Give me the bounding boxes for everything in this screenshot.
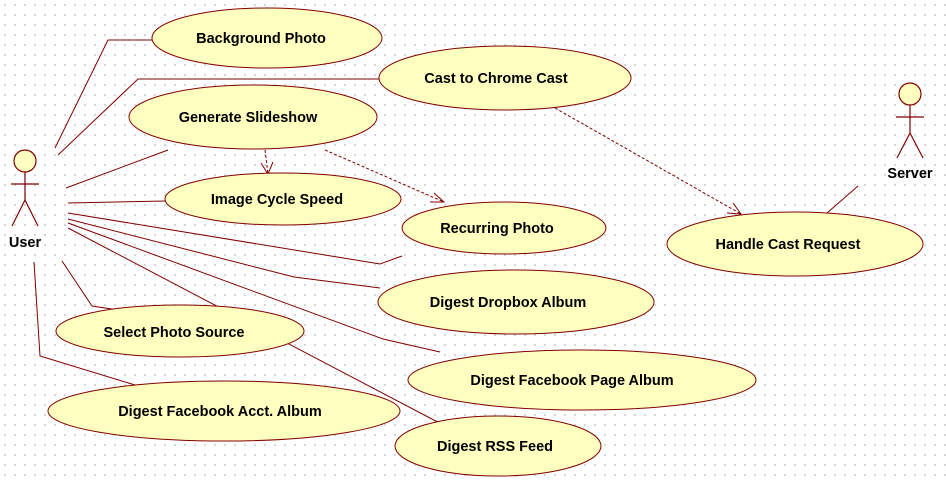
dep-arrowhead: [260, 161, 274, 176]
use-case-cast-to-chrome-cast[interactable]: Cast to Chrome Cast: [378, 45, 632, 111]
actor-leg-left: [11, 199, 26, 227]
use-case-digest-dropbox-album[interactable]: Digest Dropbox Album: [377, 269, 655, 335]
dependencies: [260, 107, 743, 215]
dep-arrowhead: [430, 192, 446, 203]
actor-label: User: [9, 235, 42, 251]
use-case-label: Select Photo Source: [103, 325, 244, 341]
assoc-user-image-cycle-speed: [67, 200, 167, 204]
dep-generate-slideshow-image-cycle-speed: [264, 149, 269, 175]
assoc-user-select-photo-source: [61, 260, 119, 311]
actor-head: [13, 149, 37, 173]
associations: [33, 39, 859, 429]
dep-arrowhead: [726, 202, 743, 215]
dep-cast-to-chrome-cast-handle-cast-request: [554, 107, 742, 215]
use-case-label: Cast to Chrome Cast: [424, 71, 568, 87]
actor-server[interactable]: Server: [887, 82, 933, 182]
assoc-user-background-photo: [54, 39, 155, 149]
actor-head: [898, 82, 922, 106]
assoc-user-digest-dropbox-album: [67, 218, 381, 289]
use-case-label: Digest Dropbox Album: [430, 295, 587, 311]
use-case-label: Digest Facebook Page Album: [470, 373, 673, 389]
use-case-handle-cast-request[interactable]: Handle Cast Request: [666, 211, 924, 277]
assoc-server-handle-cast-request: [826, 185, 859, 214]
use-case-background-photo[interactable]: Background Photo: [151, 7, 383, 69]
use-case-digest-facebook-page-album[interactable]: Digest Facebook Page Album: [407, 349, 757, 411]
use-case-generate-slideshow[interactable]: Generate Slideshow: [128, 84, 378, 150]
dep-generate-slideshow-recurring-photo: [324, 149, 445, 203]
actor-leg-right: [909, 132, 924, 159]
use-case-label: Recurring Photo: [440, 221, 554, 237]
use-case-label: Digest RSS Feed: [437, 439, 553, 455]
use-case-digest-rss-feed[interactable]: Digest RSS Feed: [394, 415, 602, 477]
actor-leg-left: [896, 132, 911, 159]
assoc-user-cast-to-chrome-cast: [57, 78, 380, 156]
use-case-label: Image Cycle Speed: [211, 192, 343, 208]
use-case-label: Generate Slideshow: [179, 110, 318, 126]
actor-leg-right: [24, 199, 39, 227]
actor-label: Server: [887, 166, 933, 182]
assoc-user-digest-facebook-page-album: [67, 222, 441, 353]
use-case-digest-facebook-acct-album[interactable]: Digest Facebook Acct. Album: [47, 380, 401, 442]
assoc-user-generate-slideshow: [65, 149, 169, 189]
use-case-image-cycle-speed[interactable]: Image Cycle Speed: [164, 172, 402, 226]
use-case-recurring-photo[interactable]: Recurring Photo: [401, 201, 607, 255]
use-case-select-photo-source[interactable]: Select Photo Source: [55, 304, 305, 358]
use-case-label: Handle Cast Request: [715, 237, 860, 253]
actor-user[interactable]: User: [9, 149, 42, 251]
use-case-label: Digest Facebook Acct. Album: [118, 404, 322, 420]
assoc-user-recurring-photo: [67, 212, 403, 265]
use-case-label: Background Photo: [196, 31, 326, 47]
assoc-user-digest-facebook-acct-album: [33, 261, 136, 386]
